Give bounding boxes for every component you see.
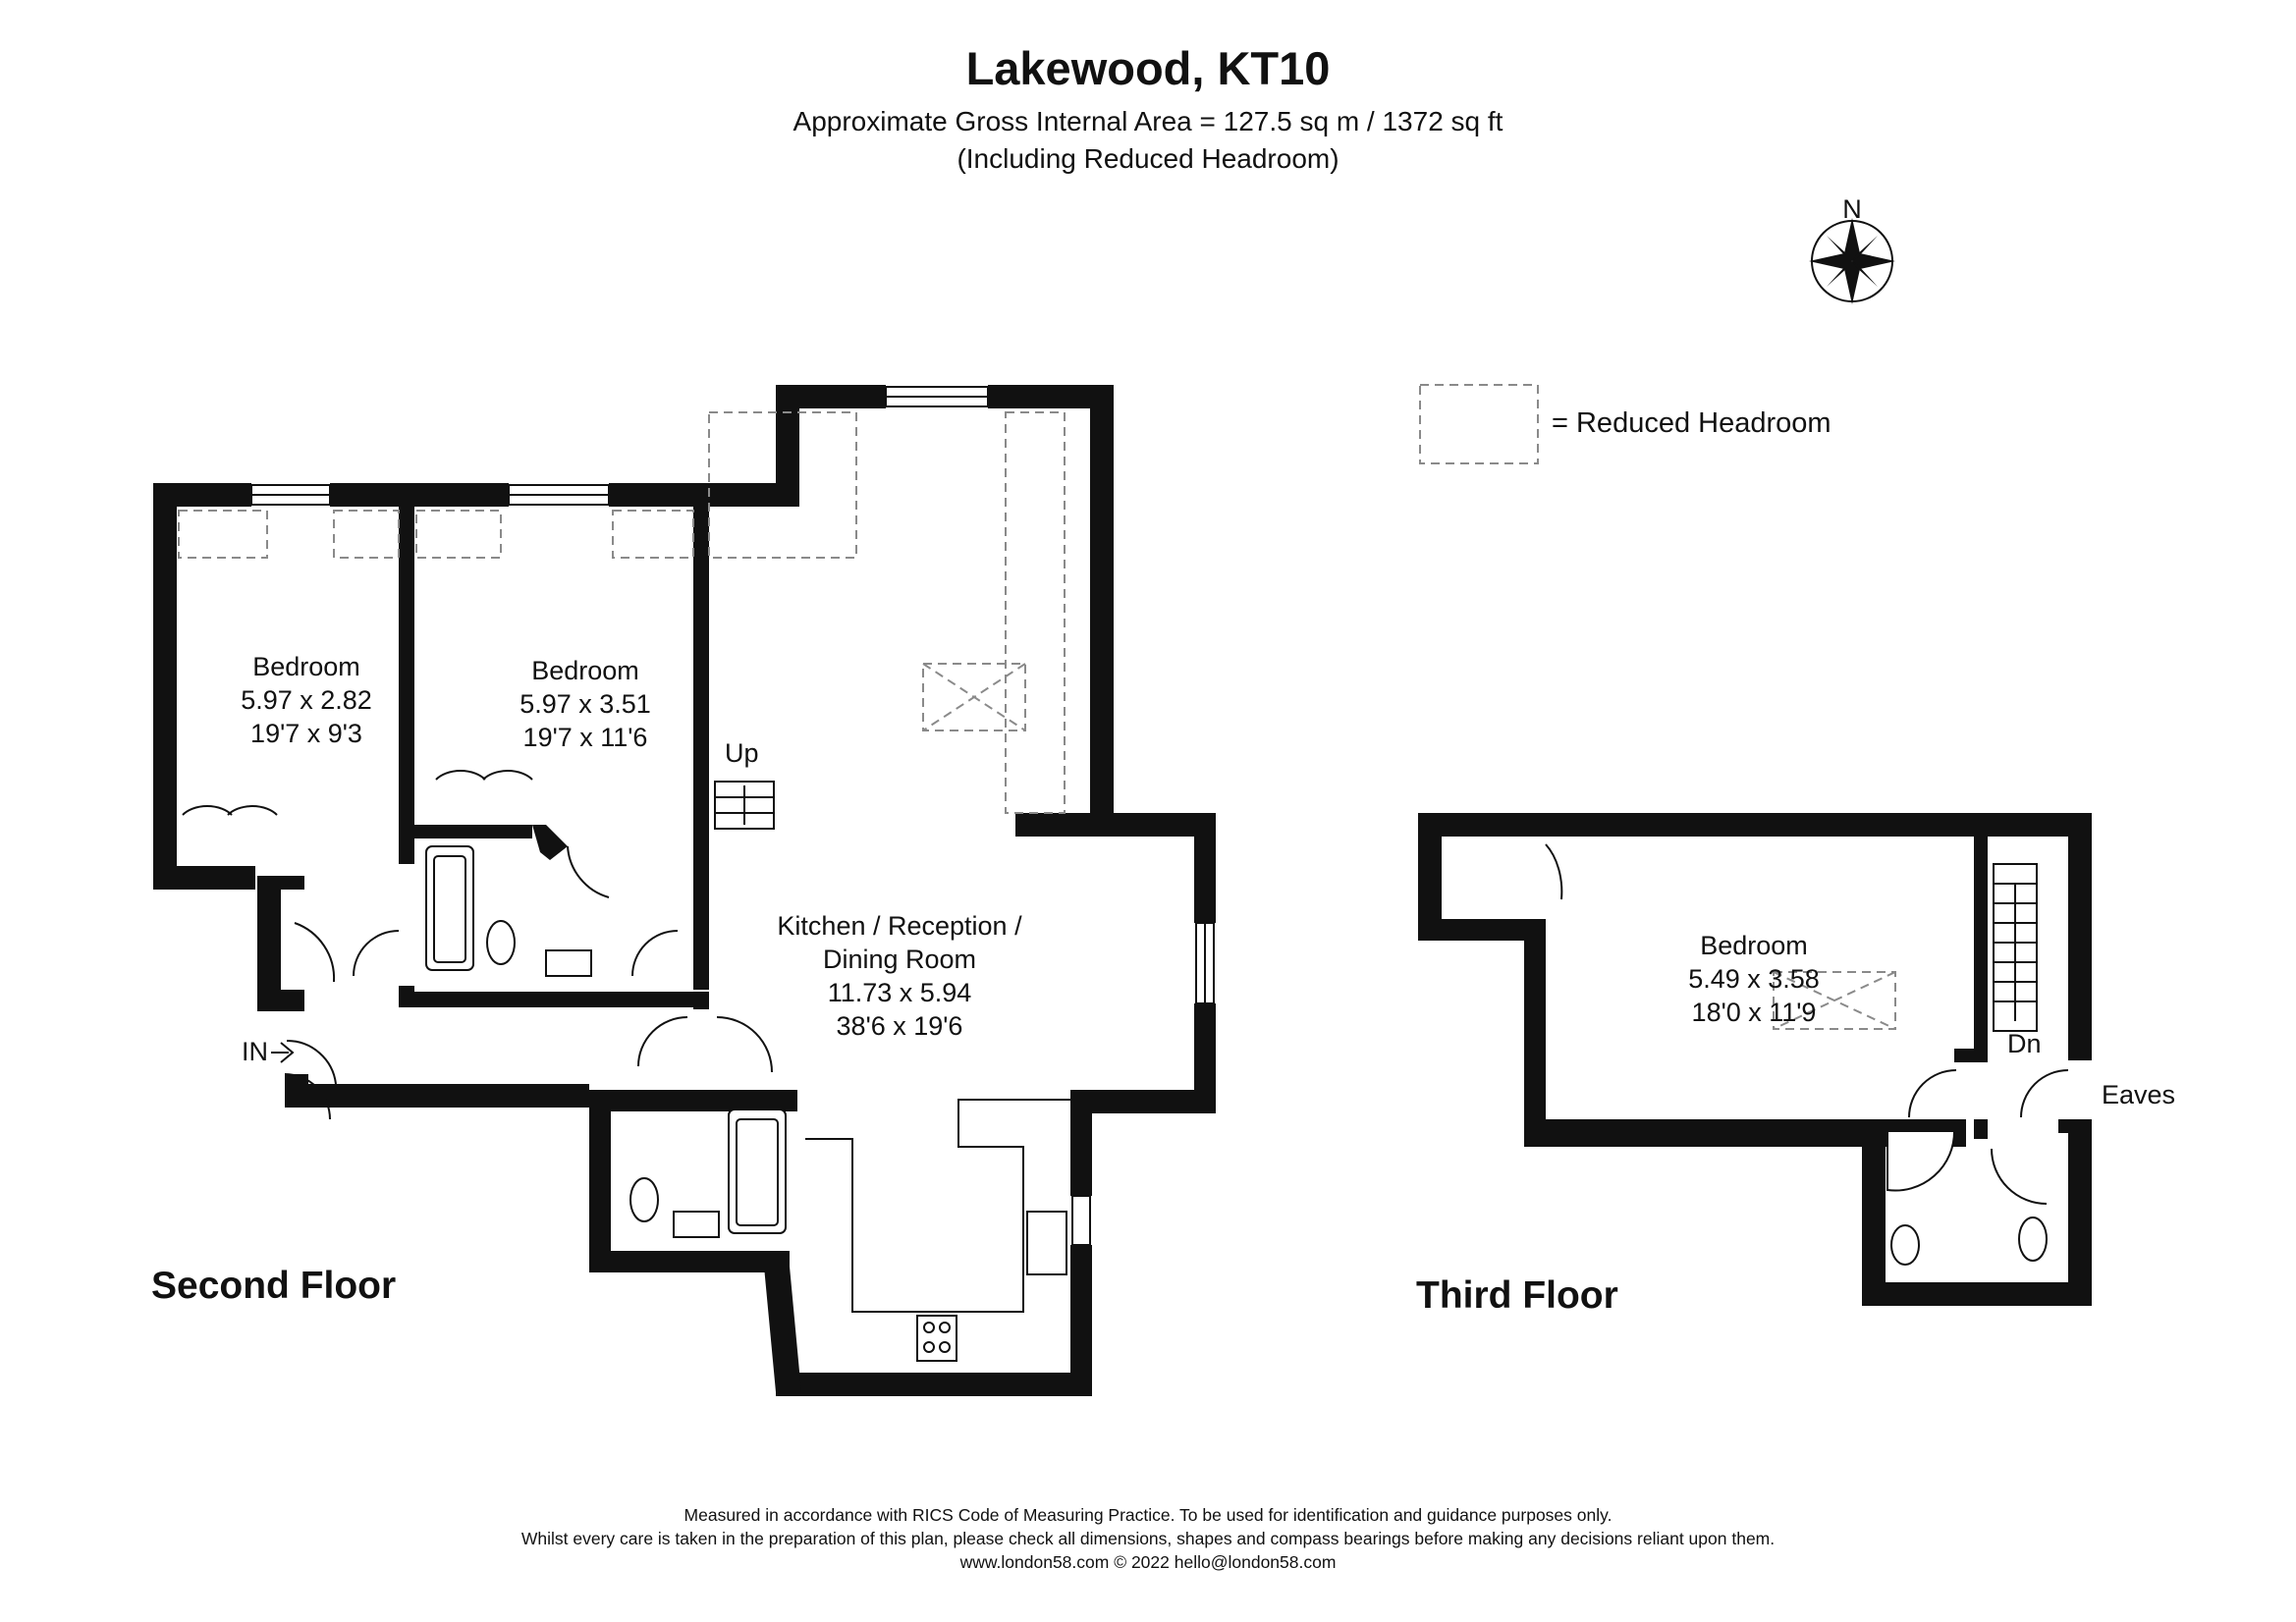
footer-contact: www.london58.com © 2022 hello@london58.c… <box>959 1552 1337 1572</box>
gross-internal-area: Approximate Gross Internal Area = 127.5 … <box>793 106 1503 136</box>
compass-north-label: N <box>1842 194 1862 224</box>
bedroom-2-imperial: 19'7 x 11'6 <box>523 723 648 752</box>
footer-disclaimer-line1: Measured in accordance with RICS Code of… <box>683 1505 1613 1525</box>
plan-title: Lakewood, KT10 <box>965 42 1331 94</box>
stairs-down-label: Dn <box>2007 1029 2042 1058</box>
kitchen-name-line2: Dining Room <box>823 945 976 974</box>
third-floor-label: Third Floor <box>1416 1274 1618 1317</box>
legend-reduced-headroom-swatch <box>1419 384 1539 464</box>
bedroom-1-metric: 5.97 x 2.82 <box>241 685 372 715</box>
entrance-label: IN <box>242 1037 268 1066</box>
reduced-headroom-note: (Including Reduced Headroom) <box>957 143 1339 174</box>
bedroom-3-imperial: 18'0 x 11'9 <box>1692 998 1817 1027</box>
bedroom-3-metric: 5.49 x 3.58 <box>1688 964 1820 994</box>
kitchen-metric: 11.73 x 5.94 <box>828 978 972 1007</box>
footer-disclaimer-line2: Whilst every care is taken in the prepar… <box>520 1529 1776 1548</box>
bedroom-1-name: Bedroom <box>252 652 360 681</box>
eaves-label: Eaves <box>2102 1080 2175 1109</box>
second-floor-plan <box>153 385 1216 1396</box>
legend-label: = Reduced Headroom <box>1552 407 1831 439</box>
second-floor-label: Second Floor <box>151 1265 396 1307</box>
bedroom-2-metric: 5.97 x 3.51 <box>519 689 651 719</box>
kitchen-name-line1: Kitchen / Reception / <box>777 911 1022 941</box>
compass-rose-icon: N <box>1809 194 1895 304</box>
bedroom-1-imperial: 19'7 x 9'3 <box>250 719 362 748</box>
bedroom-2-name: Bedroom <box>531 656 639 685</box>
stairs-up-label: Up <box>725 738 759 768</box>
kitchen-imperial: 38'6 x 19'6 <box>837 1011 963 1041</box>
third-floor-plan <box>1418 813 2092 1306</box>
legend: = Reduced Headroom <box>1419 384 1831 464</box>
bedroom-3-name: Bedroom <box>1700 931 1808 960</box>
entrance-arrow-icon <box>271 1042 295 1063</box>
